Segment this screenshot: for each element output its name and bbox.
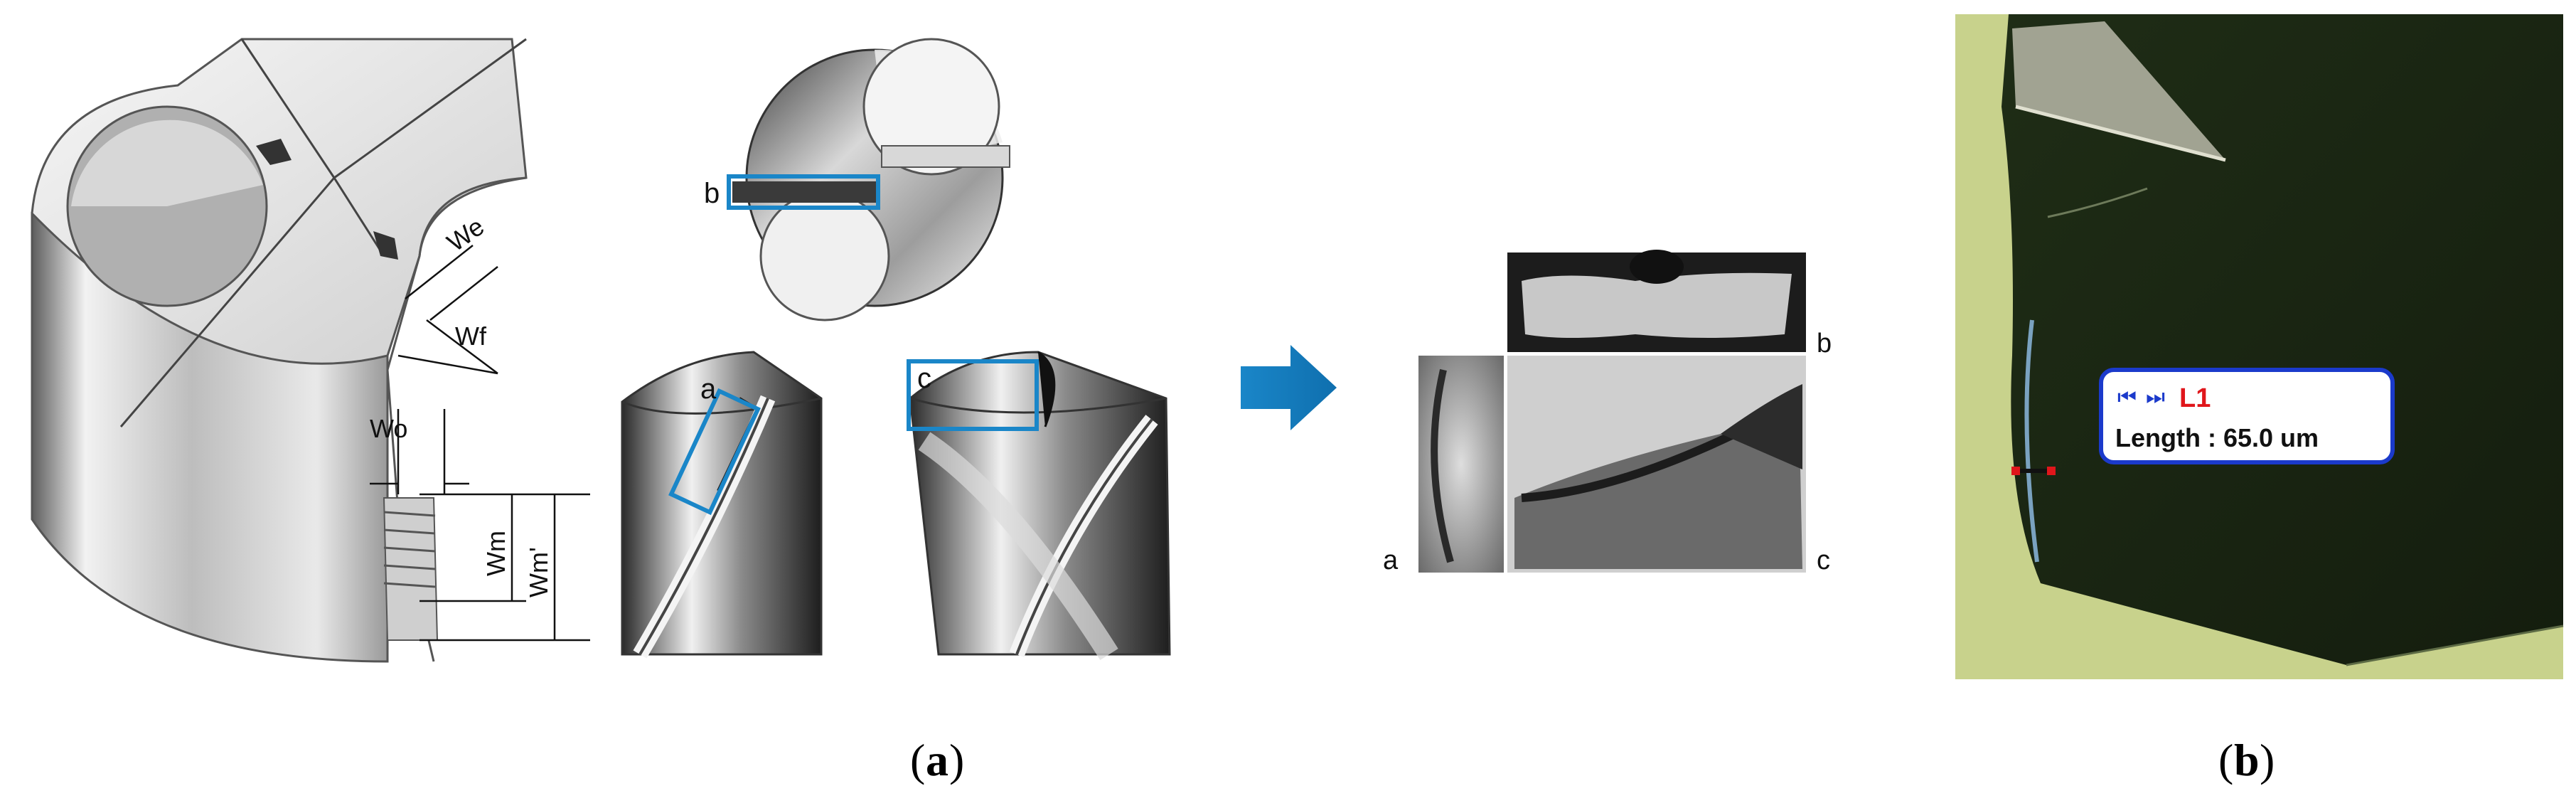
drill-end-view: b (704, 38, 1010, 321)
microscope-photo (1955, 14, 2564, 679)
svg-text:a: a (926, 735, 948, 785)
measurement-box[interactable]: ⏮ ⏭ L1 Length : 65.0 um (2099, 368, 2395, 464)
prev-measurement-icon[interactable]: ⏮ (2117, 386, 2137, 409)
svg-text:b: b (2234, 735, 2260, 785)
caption-b: ( b ) (2218, 735, 2275, 785)
margin-wear-zone (383, 497, 439, 641)
micro-label-b: b (1817, 329, 1832, 358)
svg-text:): ) (2260, 735, 2275, 785)
svg-text:(: ( (910, 735, 925, 785)
flow-arrow (1241, 345, 1337, 430)
drill-tip-wear-schematic: We Wf Wo Wm Wm' (31, 38, 590, 663)
wear-label-wm: Wm (481, 531, 511, 576)
measurement-marker[interactable] (2011, 467, 2056, 475)
micrograph-composite: b a c (1383, 250, 1832, 575)
dimension-lines (370, 245, 590, 642)
drill-side-view-a: a (621, 351, 823, 659)
wear-label-wf: Wf (455, 321, 487, 351)
region-box-b (727, 174, 880, 210)
drill-side-view-c: c (907, 351, 1171, 661)
next-measurement-icon[interactable]: ⏭ (2146, 386, 2165, 409)
region-label-a: a (700, 373, 717, 405)
micro-label-c: c (1817, 546, 1830, 575)
region-label-b: b (704, 178, 720, 209)
wear-label-wm-prime: Wm' (524, 547, 553, 597)
svg-text:(: ( (2218, 735, 2233, 785)
svg-text:): ) (949, 735, 964, 785)
region-box-a (668, 388, 761, 516)
caption-a: ( a ) (910, 735, 964, 785)
wear-label-wo: Wo (370, 414, 407, 443)
region-label-c: c (917, 363, 931, 394)
measurement-id: L1 (2179, 383, 2211, 413)
region-box-c (907, 359, 1039, 431)
measurement-length: Length : 65.0 um (2115, 423, 2319, 452)
micro-label-a: a (1383, 546, 1399, 575)
wear-label-we: We (442, 211, 489, 257)
